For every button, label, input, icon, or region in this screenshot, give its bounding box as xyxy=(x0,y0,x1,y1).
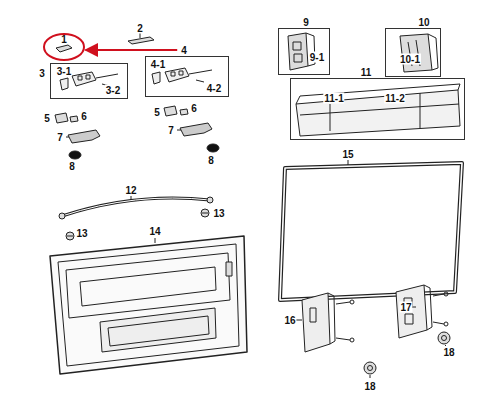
leader-line xyxy=(348,160,349,165)
hinge-cap xyxy=(56,45,72,52)
callout-number: 11 xyxy=(360,67,373,78)
callout-number: 15 xyxy=(341,149,354,160)
rubber-plug xyxy=(69,151,81,159)
callout-number: 18 xyxy=(363,381,376,392)
callout-number: 17 xyxy=(399,302,412,313)
callout-number: 16 xyxy=(283,315,296,326)
parts-group-box: 1111-111-2 xyxy=(290,78,465,140)
hinge-support xyxy=(296,293,354,352)
hinge xyxy=(68,130,100,143)
callout-number: 5 xyxy=(43,113,51,124)
callout-number: 7 xyxy=(167,125,175,136)
callout-number: 12 xyxy=(124,185,137,196)
callout-number: 5 xyxy=(153,107,161,118)
washer xyxy=(180,109,188,115)
callout-number: 6 xyxy=(80,111,88,122)
callout-number: 14 xyxy=(148,226,161,237)
callout-number: 6 xyxy=(190,103,198,114)
cover-plate xyxy=(128,37,154,44)
callout-number: 3 xyxy=(38,68,46,79)
red-arrow xyxy=(86,49,178,51)
callout-number: 3-2 xyxy=(105,85,121,96)
callout-number: 11-1 xyxy=(323,93,344,104)
callout-number: 18 xyxy=(442,347,455,358)
hinge-cap xyxy=(364,362,376,374)
door-bin xyxy=(296,84,460,136)
callout-number: 3-1 xyxy=(56,66,72,77)
callout-number: 11-2 xyxy=(384,93,405,104)
parts-group-box: 33-13-2 xyxy=(50,63,128,99)
rubber-plug xyxy=(207,144,219,152)
hinge-bracket xyxy=(152,68,212,84)
parts-group-box: 1010-1 xyxy=(385,28,441,77)
callout-number: 8 xyxy=(207,155,215,166)
callout-number: 8 xyxy=(68,161,76,172)
parts-group-box: 44-14-2 xyxy=(145,56,229,97)
door-handle xyxy=(62,198,210,216)
hinge-support xyxy=(396,285,448,338)
callout-number: 13 xyxy=(212,208,225,219)
hinge-block xyxy=(164,106,177,116)
screw xyxy=(201,209,209,217)
leader-line xyxy=(140,33,141,38)
callout-number: 4-2 xyxy=(206,83,222,94)
callout-number: 4 xyxy=(180,45,188,56)
door-panel xyxy=(50,236,247,374)
leader-line xyxy=(177,130,181,131)
door-gasket xyxy=(280,163,462,300)
callout-number: 10 xyxy=(417,17,430,28)
callout-number: 9-1 xyxy=(309,52,325,63)
washer xyxy=(70,116,78,122)
highlight-circle: 1 xyxy=(43,33,85,61)
hinge-block xyxy=(55,113,68,123)
callout-number: 4-1 xyxy=(150,59,166,70)
callout-number: 7 xyxy=(56,132,64,143)
hinge-cap xyxy=(438,332,450,344)
screw xyxy=(66,232,74,240)
callout-number: 10-1 xyxy=(399,54,421,65)
callout-number: 1 xyxy=(60,34,68,45)
leader-line xyxy=(131,196,132,200)
hinge xyxy=(180,123,212,136)
callout-number: 2 xyxy=(136,23,144,34)
callout-number: 13 xyxy=(75,228,88,239)
callout-number: 9 xyxy=(302,17,310,28)
parts-group-box: 99-1 xyxy=(278,28,330,75)
leader-line xyxy=(66,137,69,138)
